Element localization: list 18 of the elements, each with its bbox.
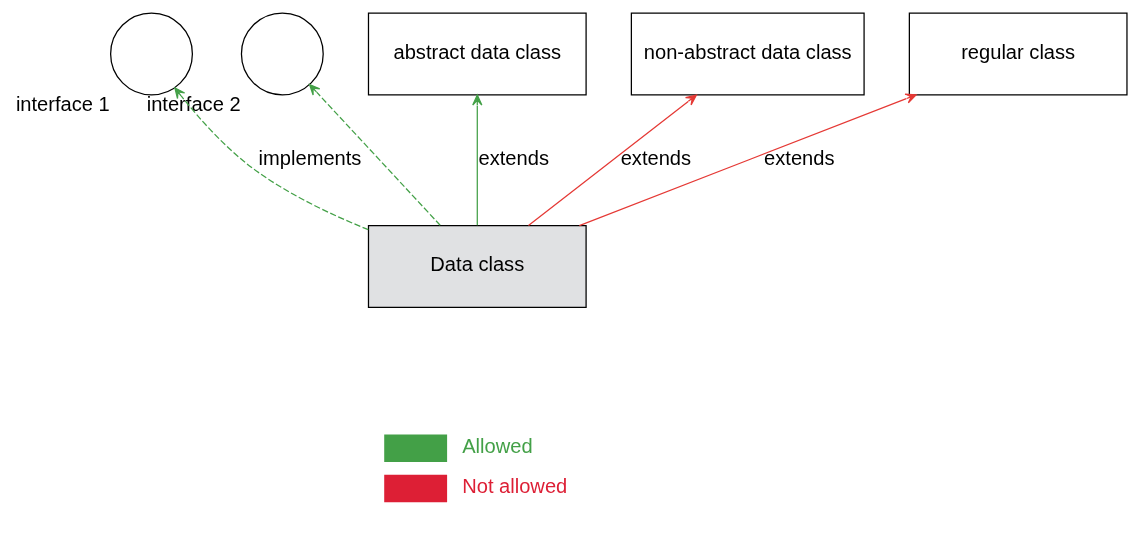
- node-box: regular class: [908, 12, 1128, 96]
- node-box: abstract data class: [367, 12, 587, 96]
- edge-label: extends: [478, 146, 549, 169]
- arrow: [308, 83, 441, 226]
- edge-label: extends: [763, 146, 835, 169]
- arrow: [471, 94, 482, 226]
- arrow: [527, 94, 697, 227]
- arrow: [578, 93, 917, 227]
- node-label: interface 2: [146, 92, 241, 115]
- edge-label: implements: [258, 146, 361, 169]
- arrow: [173, 87, 369, 231]
- edge-label: extends: [620, 146, 691, 169]
- node-box: Data class: [367, 225, 587, 308]
- node-box: non-abstract data class: [630, 12, 865, 96]
- node-circle: [109, 12, 193, 96]
- legend-label: Allowed: [461, 435, 533, 458]
- legend-label: Not allowed: [461, 475, 567, 498]
- node-label: interface 1: [15, 92, 110, 115]
